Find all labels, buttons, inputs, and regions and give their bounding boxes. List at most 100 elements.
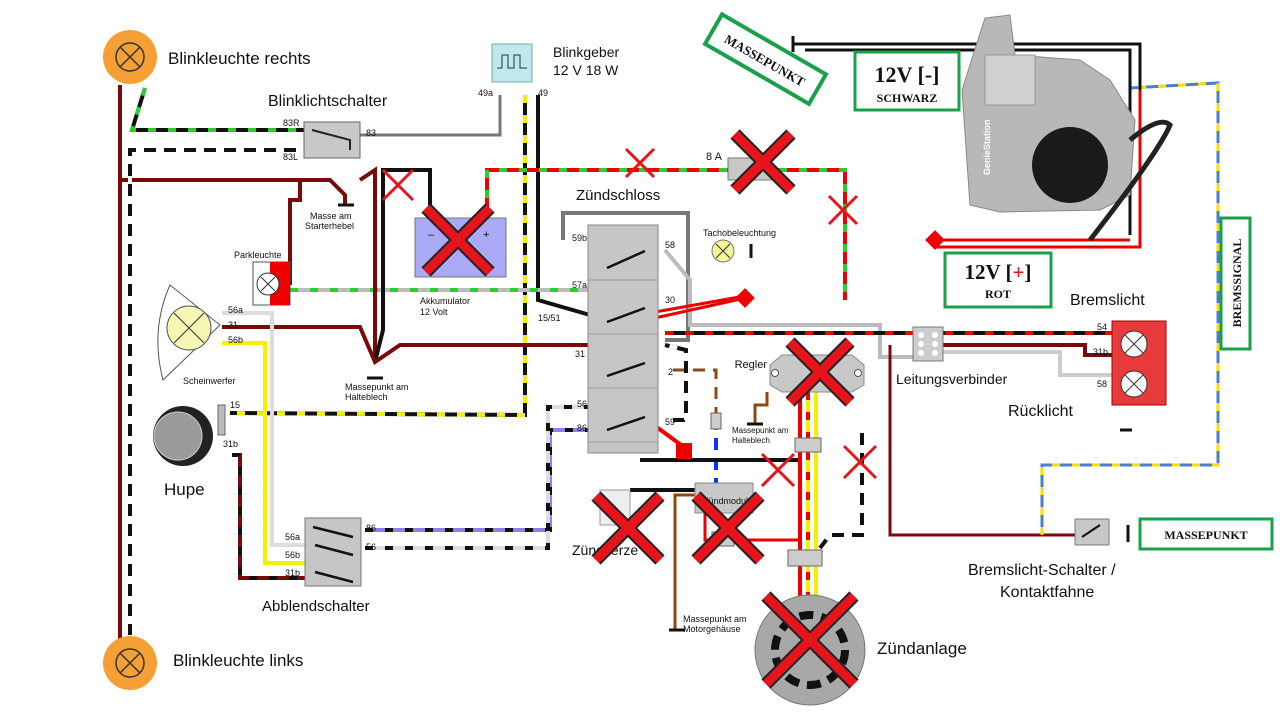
terminal-49a: 49a <box>478 88 493 98</box>
plus-annotation-sub: ROT <box>985 287 1011 301</box>
wire-stripe <box>365 405 590 550</box>
terminal-31b-horn: 31b <box>223 439 238 449</box>
wire-connector <box>710 412 722 430</box>
wire <box>358 166 377 360</box>
ground-engine-label: Massepunkt am <box>683 614 747 624</box>
flasher-label: Blinkgeber <box>553 44 619 60</box>
wire-stripe <box>365 428 590 532</box>
terminal-49: 49 <box>538 88 548 98</box>
cross-mark <box>762 592 858 688</box>
terminal-83: 83 <box>366 128 376 138</box>
terminal-57a: 57a <box>572 280 587 290</box>
wire <box>365 428 590 532</box>
ground-starter-label: Masse am <box>310 211 352 221</box>
wire-stripe <box>232 453 305 580</box>
terminal-56: 56 <box>577 399 587 409</box>
wire <box>888 345 1075 537</box>
plus-annotation-title: 12V [ <box>965 260 1013 284</box>
wire-stripe <box>229 95 527 418</box>
terminal-56a: 56a <box>228 305 243 315</box>
terminal-31b-brake: 31b <box>1093 347 1108 357</box>
brake-switch <box>1074 518 1110 546</box>
ground-bracket2-label: Massepunkt am <box>732 426 789 435</box>
wire <box>640 445 802 462</box>
terminal-30: 30 <box>665 295 675 305</box>
cross-mark <box>692 492 764 564</box>
battery-voltage: 12 Volt <box>420 307 448 317</box>
battery-minus: – <box>428 229 435 241</box>
terminal-59b: 59b <box>572 233 587 243</box>
brake-light <box>1111 320 1167 432</box>
turn-signal-left <box>103 636 157 690</box>
terminal-15-51: 15/51 <box>538 313 561 323</box>
turn-signal-switch <box>303 121 361 159</box>
cross-mark <box>760 452 796 488</box>
cross-mark <box>381 168 415 202</box>
horn-label: Hupe <box>164 480 205 499</box>
brake-switch-label-2: Kontaktfahne <box>1000 584 1094 601</box>
geniestation-device: GenieStation <box>961 14 1173 242</box>
wire <box>664 343 688 422</box>
cross-mark <box>624 147 656 179</box>
wire-stripe <box>485 168 847 300</box>
headlight <box>157 284 221 381</box>
parking-light-label: Parkleuchte <box>234 250 282 260</box>
ground-engine-label-2: Motorgehäuse <box>683 624 741 634</box>
wire-connector <box>787 549 823 567</box>
minus-annotation-sub: SCHWARZ <box>877 91 938 105</box>
regulator-label: Regler <box>735 359 768 371</box>
ground-annotation-right: MASSEPUNKT <box>1138 517 1274 551</box>
line-connector-label: Leitungsverbinder <box>896 371 1008 387</box>
wire <box>288 180 302 285</box>
turn-signal-right <box>103 30 157 84</box>
wire <box>818 425 864 550</box>
cross-mark <box>731 130 795 194</box>
wire <box>222 325 590 366</box>
dimmer-switch-label: Abblendschalter <box>262 598 370 615</box>
wire <box>360 95 502 137</box>
wire-stripe <box>1040 81 1220 535</box>
dimmer-terminal-86: 86 <box>366 523 376 533</box>
speedo-light-label: Tachobeleuchtung <box>703 228 776 238</box>
terminal-56b: 56b <box>228 335 243 345</box>
brake-light-label: Bremslicht <box>1070 292 1145 309</box>
tail-light-label: Rücklicht <box>1008 403 1073 420</box>
terminal-83r: 83R <box>283 118 300 128</box>
wire-connector <box>794 437 822 453</box>
power-tap-marker <box>735 288 755 308</box>
terminal-54: 54 <box>1097 322 1107 332</box>
horn <box>153 404 226 466</box>
svg-text:12V [+]: 12V [+] <box>965 260 1032 284</box>
dimmer-switch <box>304 517 362 587</box>
plus-annotation-bracket: ] <box>1025 260 1032 284</box>
ignition-lock-label: Zündschloss <box>576 187 660 204</box>
plus-sign: + <box>1013 260 1025 284</box>
wire <box>753 392 769 424</box>
line-connector <box>912 326 944 362</box>
terminal-58: 58 <box>665 240 675 250</box>
wire-stripe <box>818 425 864 550</box>
wire <box>943 350 1112 377</box>
wire <box>118 85 347 205</box>
wire-stripe <box>129 87 304 132</box>
ignition-system-label: Zündanlage <box>877 639 967 658</box>
dimmer-terminal-31b: 31b <box>285 568 300 578</box>
wire <box>128 148 304 635</box>
ground-bracket-label: Massepunkt am <box>345 382 409 392</box>
cross-mark <box>842 444 878 480</box>
turn-signal-right-label: Blinkleuchte rechts <box>168 49 311 68</box>
ignition-system <box>754 594 866 706</box>
dimmer-terminal-56a: 56a <box>285 532 300 542</box>
terminal-59: 59 <box>665 417 675 427</box>
flasher-rating: 12 V 18 W <box>553 62 619 78</box>
turn-switch-label: Blinklichtschalter <box>268 93 388 110</box>
wire <box>673 493 695 630</box>
cross-mark <box>827 194 859 226</box>
plus-annotation: 12V [+] ROT <box>943 251 1053 309</box>
terminal-31: 31 <box>575 349 585 359</box>
terminal-58-brake: 58 <box>1097 379 1107 389</box>
headlight-label: Scheinwerfer <box>183 376 236 386</box>
dimmer-terminal-56: 56 <box>366 542 376 552</box>
ignition-module-label: Zündmodul <box>703 496 748 506</box>
